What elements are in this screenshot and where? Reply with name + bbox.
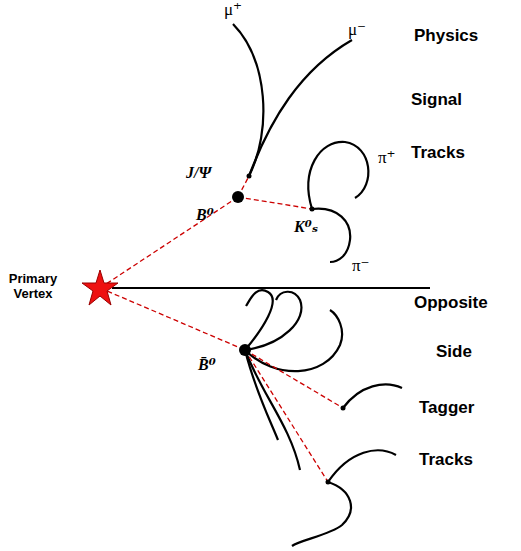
flight-path bbox=[245, 350, 343, 408]
pion-plus-track bbox=[308, 142, 368, 209]
group-label: Opposite bbox=[414, 293, 488, 313]
flight-path bbox=[238, 197, 312, 209]
track-label: μ⁻ bbox=[348, 20, 366, 40]
beam-line bbox=[112, 287, 430, 289]
tagger-track bbox=[245, 292, 301, 350]
decay-vertex bbox=[247, 174, 252, 179]
decay-vertex bbox=[232, 191, 244, 203]
group-label: Side bbox=[436, 342, 472, 362]
decay-vertex bbox=[239, 344, 251, 356]
decay-vertex bbox=[341, 406, 346, 411]
track-label: π⁻ bbox=[352, 256, 370, 276]
group-label: Tracks bbox=[419, 450, 473, 470]
group-label: Tagger bbox=[419, 398, 474, 418]
particle-label: B⁰ bbox=[196, 206, 214, 224]
particle-label: K⁰ₛ bbox=[294, 218, 318, 236]
decay-vertex bbox=[310, 207, 315, 212]
tagger-track bbox=[328, 450, 396, 482]
group-label: Signal bbox=[411, 90, 462, 110]
flight-path bbox=[100, 197, 238, 288]
muon-minus-track bbox=[249, 40, 352, 176]
flight-path bbox=[100, 288, 245, 350]
tagger-track bbox=[245, 350, 300, 470]
primary-vertex-star bbox=[82, 270, 118, 305]
vertex-label: Primary Vertex bbox=[2, 272, 64, 302]
group-label: Tracks bbox=[411, 143, 465, 163]
track-label: μ⁺ bbox=[224, 0, 242, 20]
tagger-track bbox=[343, 384, 402, 408]
particle-label: B̄⁰ bbox=[198, 356, 216, 374]
tagger-track bbox=[245, 290, 273, 350]
tagger-track bbox=[245, 310, 342, 371]
decay-vertex bbox=[326, 480, 331, 485]
flight-path bbox=[245, 350, 328, 482]
particle-label: J/Ψ bbox=[186, 164, 211, 182]
group-label: Physics bbox=[414, 26, 478, 46]
track-label: π⁺ bbox=[378, 148, 396, 168]
tagger-track bbox=[292, 482, 351, 546]
pion-minus-track bbox=[312, 209, 350, 262]
